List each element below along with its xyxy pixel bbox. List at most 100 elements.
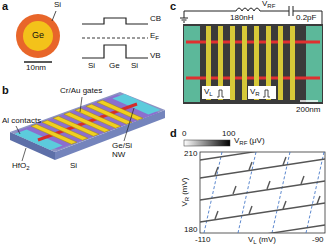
figure-shape	[184, 11, 236, 12]
part-label: Al contacts	[2, 117, 41, 126]
figure-shape	[317, 196, 320, 204]
figure-shape	[200, 152, 325, 160]
figure-shape	[23, 21, 53, 51]
figure-shape	[290, 26, 295, 100]
colorbar-tick: 100	[222, 130, 235, 139]
region-label: Si	[131, 62, 138, 71]
band-label: E	[150, 31, 155, 40]
figure-shape	[200, 225, 325, 233]
figure-shape	[97, 100, 143, 120]
figure-shape	[82, 38, 148, 39]
axis-title: R	[184, 197, 190, 201]
band-label: VB	[150, 52, 161, 61]
figure-shape	[202, 86, 230, 99]
figure-shape	[16, 14, 60, 58]
band-label: CB	[150, 15, 161, 24]
figure-shape	[184, 26, 200, 102]
axis-title: L	[253, 239, 256, 245]
rf-circuit	[180, 6, 322, 24]
figure-shape	[278, 26, 283, 100]
figure-shape	[24, 61, 52, 63]
compound-label: VL	[204, 88, 213, 98]
panel-letter: d	[170, 127, 177, 139]
figure-shape	[124, 108, 134, 141]
figure-shape	[200, 152, 325, 233]
figure-shape	[249, 162, 252, 170]
nanowire-cross-section	[16, 11, 60, 62]
charge-stability-plot	[184, 140, 325, 244]
figure-shape	[230, 26, 235, 100]
axis-tick: 180	[184, 226, 197, 235]
figure-shape	[82, 45, 148, 58]
signal-name: L	[209, 91, 212, 97]
region-label: Ge	[109, 62, 120, 71]
figure-shape	[301, 176, 304, 184]
axis-title: (mV)	[180, 177, 189, 194]
figure-shape	[306, 26, 322, 102]
figure-shape	[22, 148, 26, 161]
part-label: HfO	[12, 161, 26, 170]
figure-shape	[200, 203, 325, 222]
signal-name: V	[204, 87, 209, 96]
part-label: Ge/Si NW	[112, 142, 142, 160]
axis-title: (μV)	[249, 136, 264, 145]
figure-shape	[200, 152, 325, 233]
axis-tick: -110	[195, 236, 210, 245]
part-label: 2	[26, 165, 29, 171]
figure-shape	[267, 181, 270, 189]
band-label: F	[155, 35, 159, 41]
axis-tick: -90	[312, 236, 324, 245]
figure-shape	[215, 211, 218, 219]
figure-shape	[249, 206, 252, 214]
axis-title: V	[248, 235, 253, 244]
figure-shape	[184, 140, 230, 146]
figure-shape	[283, 201, 286, 209]
figure-shape	[300, 100, 318, 102]
device-sketch	[10, 92, 165, 161]
figure-shape	[263, 90, 270, 97]
compound-label: VL(mV)	[248, 236, 276, 246]
figure-shape	[283, 157, 286, 165]
material-label: Ge	[32, 31, 44, 41]
figure-shape	[204, 152, 324, 233]
compound-label: HfO2	[12, 162, 30, 172]
figure-shape	[183, 24, 323, 104]
figure-shape	[233, 186, 236, 194]
axis-title: V	[180, 201, 189, 206]
compound-label: EF	[150, 32, 159, 42]
sem-micrograph	[183, 24, 323, 104]
signal-name: V	[250, 87, 255, 96]
figure-shape	[200, 159, 325, 178]
panel-letter: a	[2, 0, 8, 12]
figure-shape	[200, 181, 325, 200]
figure-shape	[236, 8, 260, 11]
scale-label: 10nm	[26, 64, 46, 73]
figure-shape	[306, 152, 324, 233]
colorbar-tick: 0	[182, 130, 186, 139]
figure-shape	[248, 86, 276, 99]
figure-shape	[16, 126, 20, 134]
compound-label: VRF(μV)	[234, 137, 265, 147]
panel-letter: b	[2, 84, 9, 96]
signal-name: R	[255, 91, 259, 97]
component-value: 0.2pF	[296, 14, 316, 23]
scale-label: 200nm	[296, 106, 320, 115]
axis-title: RF	[239, 140, 247, 146]
figure-shape	[80, 97, 82, 112]
figure-shape	[180, 11, 188, 22]
figure-shape	[52, 11, 56, 21]
figure-shape	[242, 26, 247, 100]
signal-name: V	[262, 0, 267, 8]
figure-shape	[289, 6, 293, 16]
signal-name: RF	[267, 3, 275, 9]
axis-title: (mV)	[259, 235, 276, 244]
compound-label: VRF	[262, 0, 275, 10]
part-label: Cr/Au gates	[60, 87, 102, 96]
figure-shape	[217, 90, 224, 97]
material-label: Si	[54, 1, 61, 10]
compound-label: VR	[250, 88, 260, 98]
compound-label: VR (mV)	[181, 177, 191, 206]
component-value: 180nH	[230, 14, 254, 23]
figure-shape	[215, 167, 218, 175]
